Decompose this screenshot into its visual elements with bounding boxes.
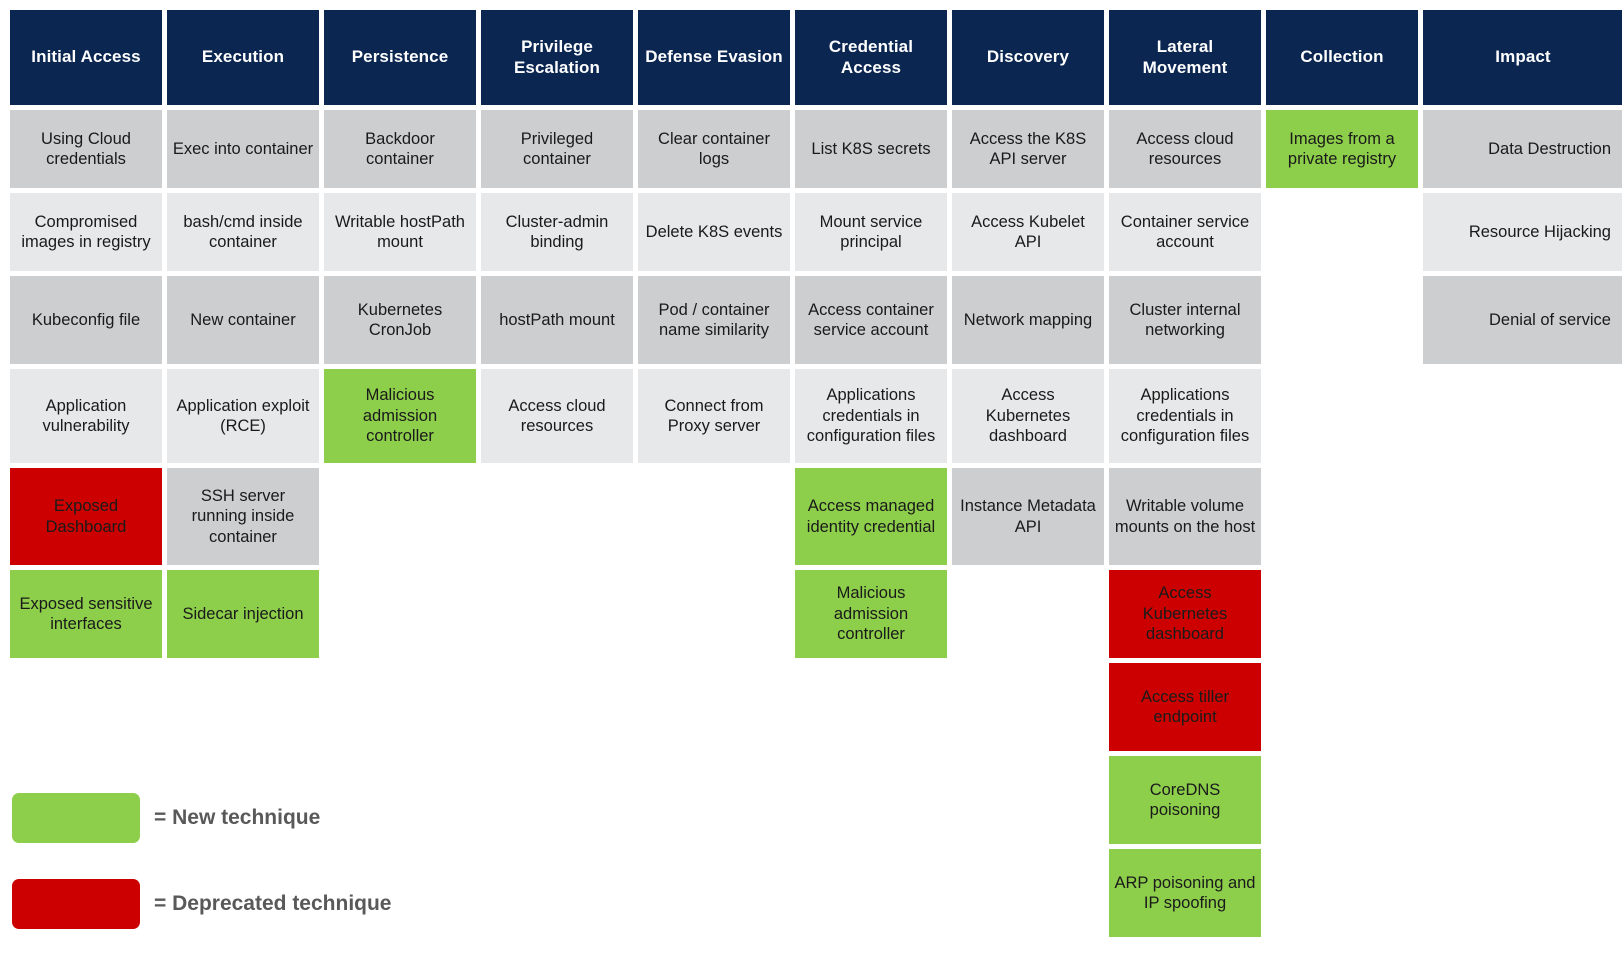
technique-cell[interactable]: Images from a private registry (1266, 110, 1418, 188)
column-header-discovery[interactable]: Discovery (952, 10, 1104, 105)
column-header-credential-access[interactable]: Credential Access (795, 10, 947, 105)
technique-cell[interactable]: Access cloud resources (1109, 110, 1261, 188)
technique-cell[interactable]: Malicious admission controller (324, 369, 476, 463)
technique-cell[interactable]: Sidecar injection (167, 570, 319, 658)
column-header-lateral-movement[interactable]: Lateral Movement (1109, 10, 1261, 105)
technique-cell[interactable]: Access Kubelet API (952, 193, 1104, 271)
technique-cell[interactable]: SSH server running inside container (167, 468, 319, 565)
technique-cell[interactable]: Privileged container (481, 110, 633, 188)
technique-cell[interactable]: Access tiller endpoint (1109, 663, 1261, 751)
technique-cell[interactable]: New container (167, 276, 319, 364)
technique-cell[interactable]: ARP poisoning and IP spoofing (1109, 849, 1261, 937)
column-header-initial-access[interactable]: Initial Access (10, 10, 162, 105)
technique-cell[interactable]: Exposed Dashboard (10, 468, 162, 565)
technique-cell[interactable]: Malicious admission controller (795, 570, 947, 658)
technique-cell[interactable]: Writable volume mounts on the host (1109, 468, 1261, 565)
technique-cell[interactable]: Cluster-admin binding (481, 193, 633, 271)
legend-item: = New technique (12, 793, 392, 843)
technique-cell[interactable]: Kubeconfig file (10, 276, 162, 364)
column-header-persistence[interactable]: Persistence (324, 10, 476, 105)
technique-cell[interactable]: List K8S secrets (795, 110, 947, 188)
technique-cell[interactable]: CoreDNS poisoning (1109, 756, 1261, 844)
column-header-privilege-escalation[interactable]: Privilege Escalation (481, 10, 633, 105)
technique-cell[interactable]: Resource Hijacking (1423, 193, 1622, 271)
technique-cell[interactable]: Mount service principal (795, 193, 947, 271)
column-header-execution[interactable]: Execution (167, 10, 319, 105)
technique-cell[interactable]: Using Cloud credentials (10, 110, 162, 188)
technique-cell[interactable]: Kubernetes CronJob (324, 276, 476, 364)
technique-cell[interactable]: Backdoor container (324, 110, 476, 188)
legend: = New technique = Deprecated technique (12, 793, 392, 929)
legend-label: = Deprecated technique (154, 892, 392, 915)
legend-swatch-red (12, 879, 140, 929)
technique-cell[interactable]: Applications credentials in configuratio… (1109, 369, 1261, 463)
technique-cell[interactable]: Clear container logs (638, 110, 790, 188)
technique-cell[interactable]: Writable hostPath mount (324, 193, 476, 271)
technique-cell[interactable]: Delete K8S events (638, 193, 790, 271)
technique-cell[interactable]: Access the K8S API server (952, 110, 1104, 188)
legend-swatch-green (12, 793, 140, 843)
technique-cell[interactable]: Network mapping (952, 276, 1104, 364)
technique-cell[interactable]: Access cloud resources (481, 369, 633, 463)
technique-cell[interactable]: Access container service account (795, 276, 947, 364)
technique-cell[interactable]: Cluster internal networking (1109, 276, 1261, 364)
technique-cell[interactable]: Access Kubernetes dashboard (1109, 570, 1261, 658)
column-header-impact[interactable]: Impact (1423, 10, 1622, 105)
technique-cell[interactable]: Exec into container (167, 110, 319, 188)
technique-cell[interactable]: Access managed identity credential (795, 468, 947, 565)
column-header-defense-evasion[interactable]: Defense Evasion (638, 10, 790, 105)
technique-cell[interactable]: Applications credentials in configuratio… (795, 369, 947, 463)
technique-cell[interactable]: Application vulnerability (10, 369, 162, 463)
technique-cell[interactable]: Instance Metadata API (952, 468, 1104, 565)
technique-cell[interactable]: bash/cmd inside container (167, 193, 319, 271)
technique-cell[interactable]: Container service account (1109, 193, 1261, 271)
technique-cell[interactable]: Connect from Proxy server (638, 369, 790, 463)
legend-label: = New technique (154, 806, 321, 829)
technique-cell[interactable]: Data Destruction (1423, 110, 1622, 188)
technique-cell[interactable]: Access Kubernetes dashboard (952, 369, 1104, 463)
technique-cell[interactable]: Pod / container name similarity (638, 276, 790, 364)
technique-cell[interactable]: Exposed sensitive interfaces (10, 570, 162, 658)
legend-item: = Deprecated technique (12, 879, 392, 929)
technique-cell[interactable]: hostPath mount (481, 276, 633, 364)
technique-cell[interactable]: Denial of service (1423, 276, 1622, 364)
technique-cell[interactable]: Application exploit (RCE) (167, 369, 319, 463)
column-header-collection[interactable]: Collection (1266, 10, 1418, 105)
technique-cell[interactable]: Compromised images in registry (10, 193, 162, 271)
